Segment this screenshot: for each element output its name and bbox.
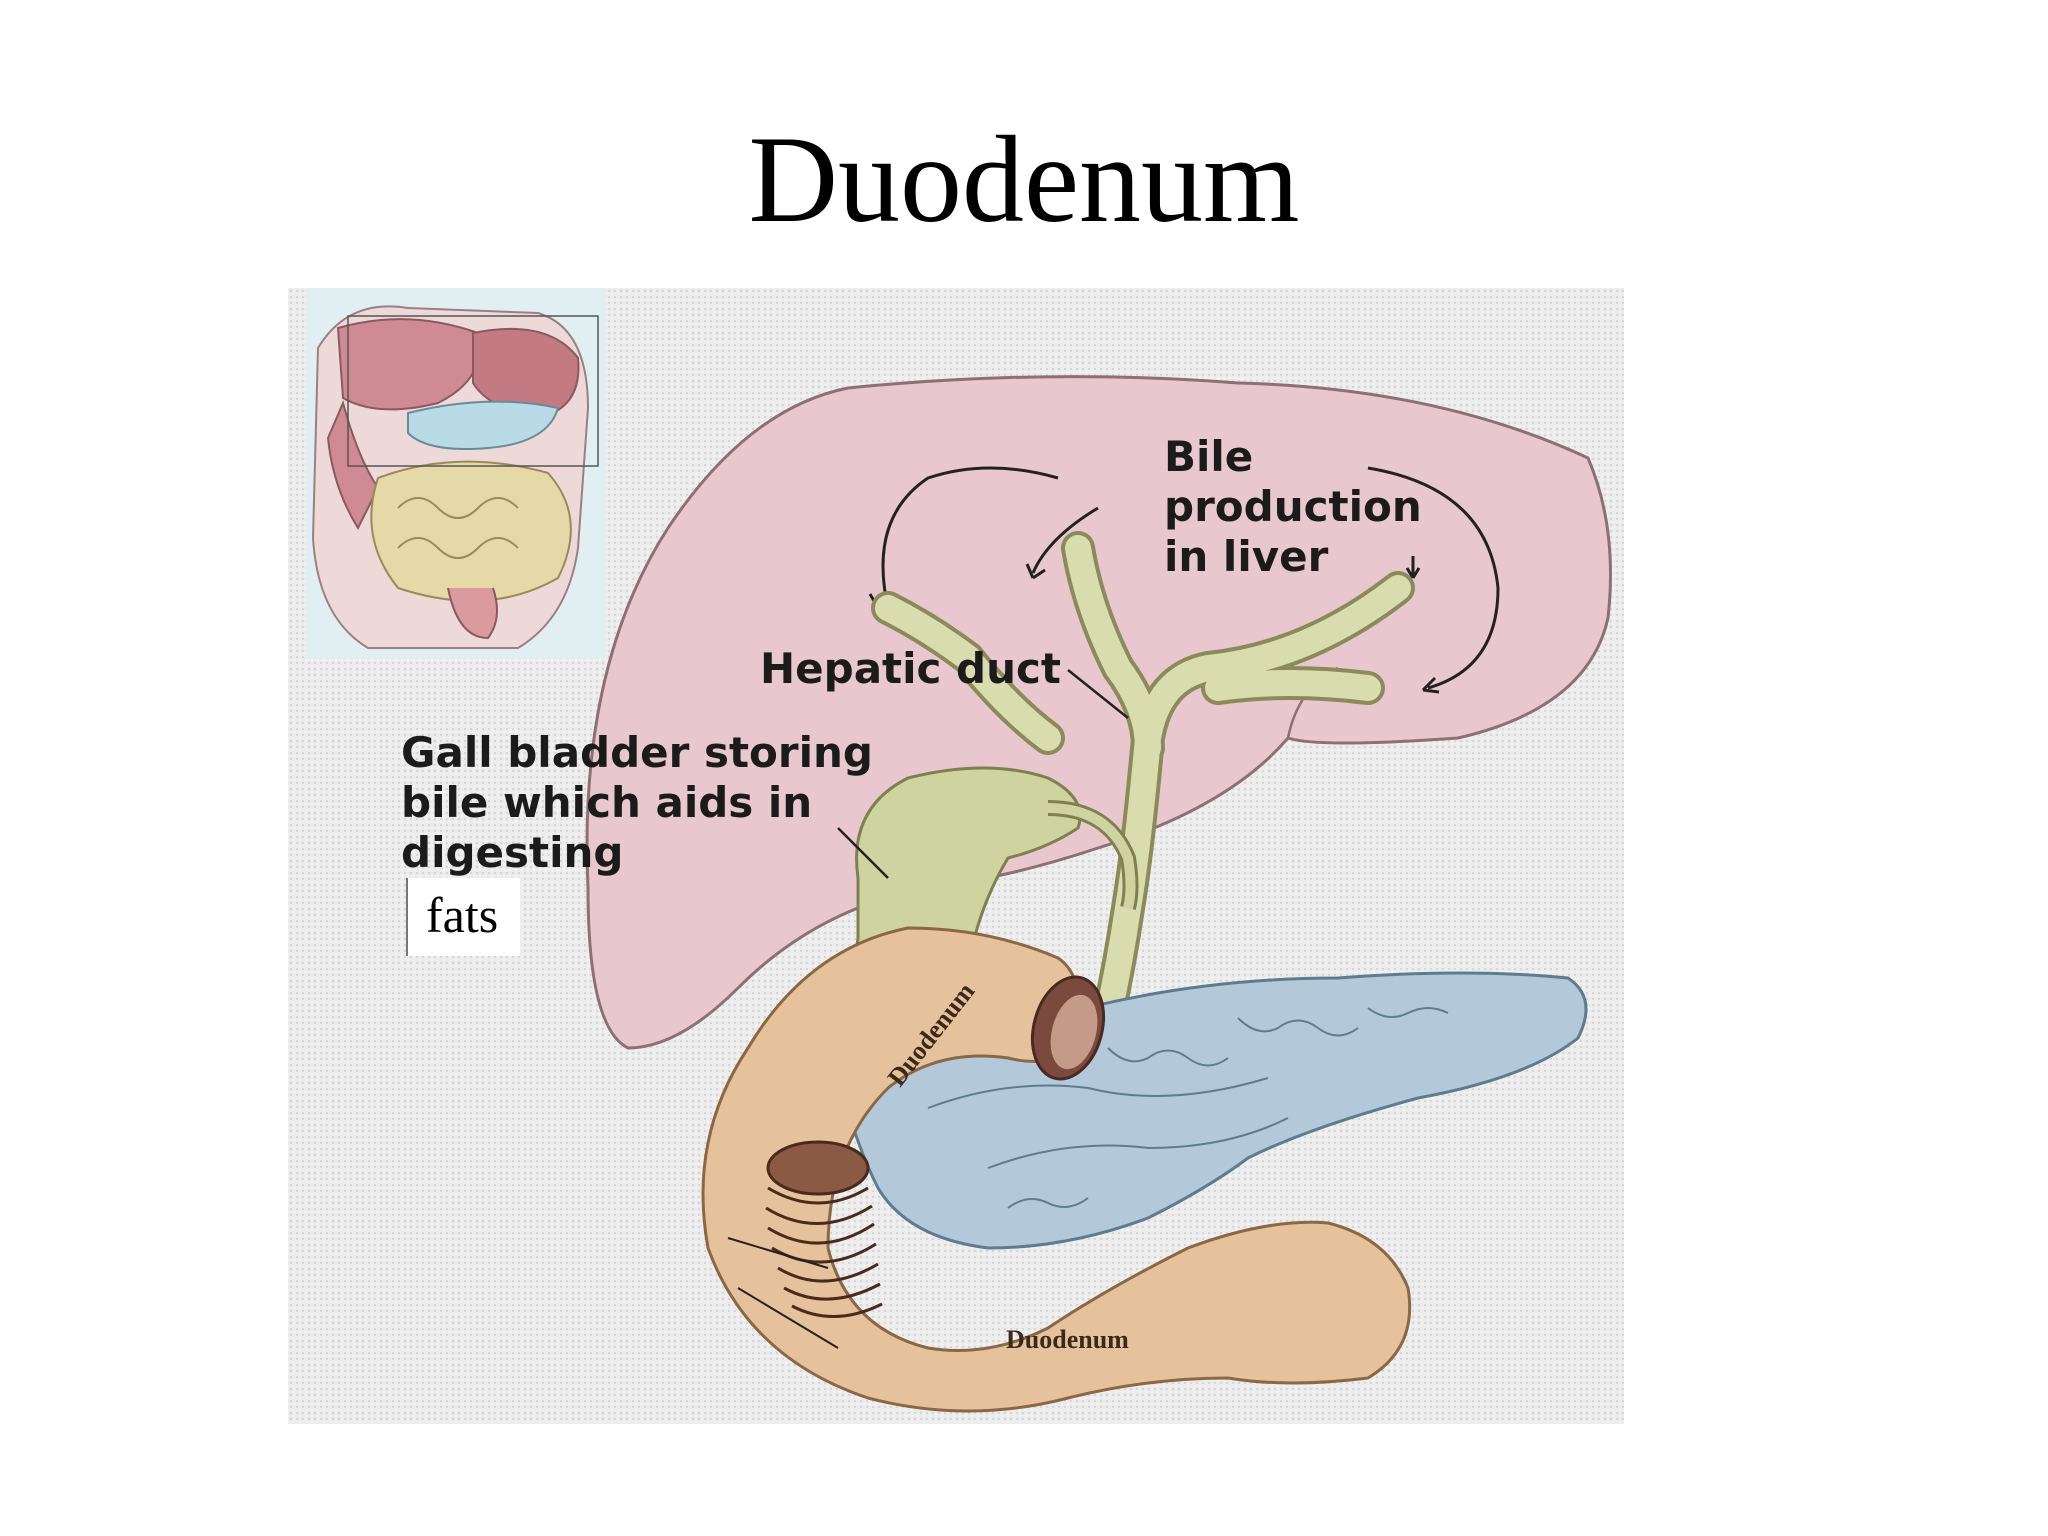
anatomy-illustration: Duodenum Duodenum: [306, 288, 1612, 1413]
bile-label-line-1: Bile: [1164, 432, 1254, 481]
duodenum: [701, 926, 1412, 1413]
hepatic-duct-label: Hepatic duct: [760, 644, 1061, 693]
duodenal-folds: [765, 1140, 883, 1318]
fats-text-box: [406, 878, 520, 956]
digestive-diagram: Duodenum Duodenum Bile production in liv…: [288, 288, 1624, 1424]
bile-production-label: Bile production in liver: [1164, 432, 1422, 582]
fats-label: fats: [426, 887, 499, 943]
liver: [585, 375, 1612, 1050]
hepatic-duct: [871, 531, 1415, 1205]
gall-bladder-label: Gall bladder storing bile which aids in …: [401, 728, 873, 878]
gall-label-line-3: digesting: [401, 828, 624, 877]
gall-label-line-1: Gall bladder storing: [401, 728, 873, 777]
slide-title: Duodenum: [748, 111, 1300, 248]
bile-label-line-2: production: [1164, 482, 1422, 531]
bile-label-line-3: in liver: [1164, 532, 1329, 581]
abdomen-inset: [306, 288, 606, 658]
gall-label-line-2: bile which aids in: [401, 778, 813, 827]
duodenum-lower-label: Duodenum: [1006, 1325, 1129, 1354]
